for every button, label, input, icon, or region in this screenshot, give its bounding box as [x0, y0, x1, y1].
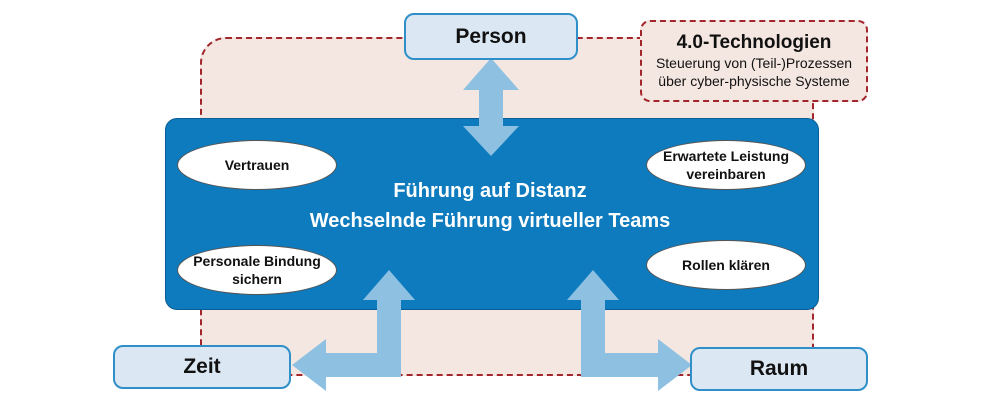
ellipse-personale-bindung: Personale Bindung sichern — [177, 245, 337, 295]
central-text: Führung auf Distanz Wechselnde Führung v… — [300, 176, 680, 236]
ellipse-personale-bindung-line-1: Personale Bindung — [193, 253, 321, 269]
ellipse-rollen-klaeren-label: Rollen klären — [682, 257, 770, 273]
technologies-line-2: über cyber-physische Systeme — [658, 73, 850, 89]
technologies-title: 4.0-Technologien — [676, 32, 832, 53]
ellipse-erwartete-leistung-line-1: Erwartete Leistung — [662, 148, 790, 164]
technologies-line-1: Steuerung von (Teil-)Prozessen — [655, 55, 853, 71]
central-subtitle: Wechselnde Führung virtueller Teams — [309, 210, 671, 232]
central-title: Führung auf Distanz — [393, 180, 587, 202]
node-raum-label: Raum — [749, 357, 809, 380]
technologies-box: 4.0-Technologien Steuerung von (Teil-)Pr… — [640, 20, 868, 102]
ellipse-personale-bindung-line-2: sichern — [232, 271, 282, 287]
node-raum: Raum — [690, 347, 868, 391]
node-person: Person — [404, 13, 578, 60]
ellipse-vertrauen-label: Vertrauen — [224, 157, 290, 173]
ellipse-erwartete-leistung-line-2: vereinbaren — [686, 166, 766, 182]
node-zeit: Zeit — [113, 345, 291, 389]
ellipse-rollen-klaeren: Rollen klären — [646, 240, 806, 290]
raum-elbow-arrow — [567, 270, 692, 391]
ellipse-vertrauen: Vertrauen — [177, 140, 337, 190]
ellipse-personale-bindung-label: Personale Bindung sichern — [193, 252, 321, 288]
person-double-arrow — [463, 58, 519, 156]
node-person-label: Person — [455, 24, 527, 48]
ellipse-erwartete-leistung: Erwartete Leistung vereinbaren — [646, 140, 806, 190]
zeit-elbow-arrow — [292, 270, 415, 391]
ellipse-erwartete-leistung-label: Erwartete Leistung vereinbaren — [663, 147, 789, 183]
node-zeit-label: Zeit — [183, 355, 221, 378]
